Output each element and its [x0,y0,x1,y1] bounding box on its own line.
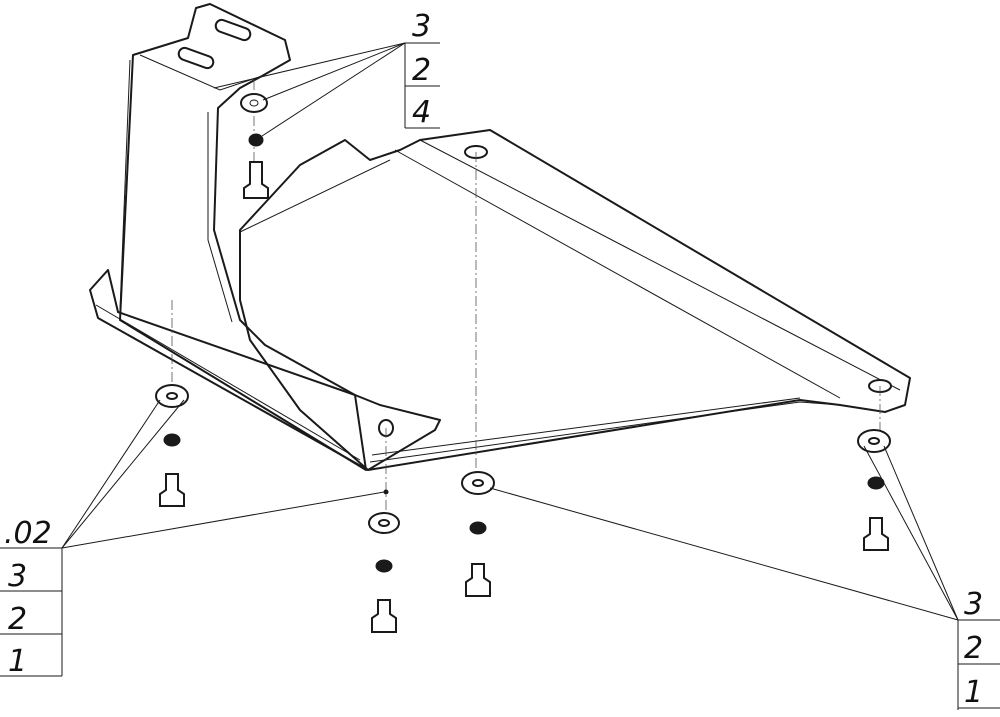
fastener-left [155,384,189,507]
left-flange [89,269,441,471]
callout-left-item-4: 1 [8,644,27,679]
callout-left: .02 3 2 1 [0,516,63,679]
main-plate-body [239,129,911,471]
upper-bracket [119,3,367,471]
callout-left-item-2: 3 [8,559,27,594]
callout-top-item-2: 2 [412,53,431,88]
fastener-top [240,93,269,199]
skid-plate [89,3,911,471]
callout-top: 3 2 4 [404,9,440,130]
center-lines [171,80,881,520]
callout-right-item-1: 3 [964,587,983,622]
bracket-slot-upper [214,18,252,42]
fastener-right [857,429,891,551]
fastener-center-left [368,489,400,633]
callout-left-item-1: .02 [4,516,52,551]
callout-left-item-3: 2 [8,602,27,637]
leader-lines [61,42,959,621]
bracket-slot-lower [177,46,215,70]
callout-top-item-3: 4 [412,95,431,130]
callout-right-item-3: 1 [964,675,983,710]
callout-right: 3 2 1 [957,587,1000,710]
callout-right-item-2: 2 [964,631,983,666]
callout-top-item-1: 3 [412,9,431,44]
fastener-center [461,471,495,597]
